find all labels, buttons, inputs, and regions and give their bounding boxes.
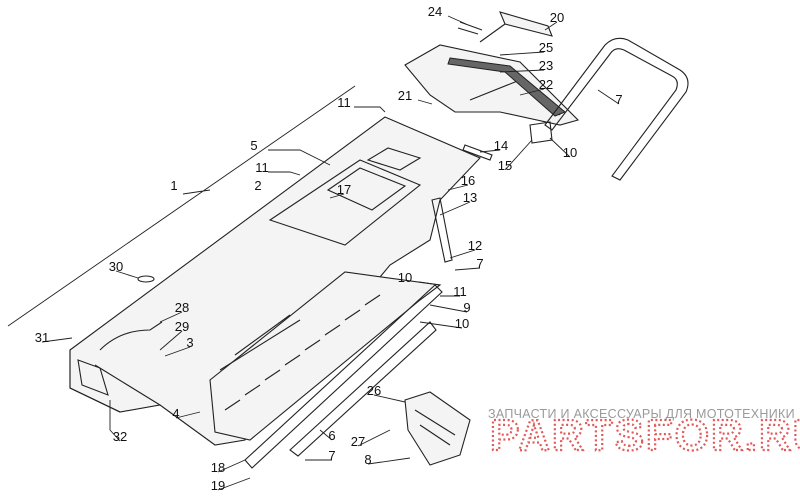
part-label-14: 14 <box>494 138 508 153</box>
part-label-25: 25 <box>539 40 553 55</box>
part-label-5: 5 <box>250 138 257 153</box>
part-label-4: 4 <box>172 406 179 421</box>
rear-bumper <box>544 37 689 181</box>
lower-panel-pattern <box>219 294 381 411</box>
leader-lines <box>41 15 620 491</box>
part-label-22: 22 <box>539 77 553 92</box>
part-label-10b: 10 <box>398 270 412 285</box>
tunnel-vent-rect <box>326 167 407 211</box>
watermark-caption: ЗАПЧАСТИ И АКСЕССУАРЫ ДЛЯ МОТОТЕХНИКИ <box>488 407 795 421</box>
part-label-7c: 7 <box>328 448 335 463</box>
bracket-plate-8 <box>404 391 471 466</box>
part-label-29: 29 <box>175 319 189 334</box>
tunnel-side-flange <box>69 350 161 413</box>
part-label-11b: 11 <box>255 160 269 175</box>
part-label-32: 32 <box>113 429 127 444</box>
part-label-26: 26 <box>367 383 381 398</box>
tunnel-vent-slot <box>366 147 422 171</box>
part-label-27: 27 <box>351 434 365 449</box>
part-label-11c: 11 <box>453 284 467 299</box>
part-label-17: 17 <box>337 182 351 197</box>
part-label-15: 15 <box>498 158 512 173</box>
bracket-plate-inner <box>414 409 456 446</box>
lower-panel <box>209 271 442 441</box>
part-label-20: 20 <box>550 10 564 25</box>
part-label-6: 6 <box>328 428 335 443</box>
part-label-23: 23 <box>539 58 553 73</box>
part-label-30: 30 <box>109 259 123 274</box>
part-label-3: 3 <box>186 335 193 350</box>
handle-grip <box>499 11 553 37</box>
part-label-7b: 7 <box>476 256 483 271</box>
part-label-21: 21 <box>398 88 412 103</box>
part-label-8: 8 <box>364 452 371 467</box>
part-label-7a: 7 <box>615 92 622 107</box>
seat-console <box>404 44 580 126</box>
part-label-16: 16 <box>461 173 475 188</box>
handle-stem <box>479 23 506 43</box>
bracket-part-1 <box>7 85 356 327</box>
decal-24 <box>457 21 483 35</box>
strut-13 <box>431 197 453 263</box>
part-label-24: 24 <box>428 4 442 19</box>
console-dark-strip <box>447 57 566 117</box>
rail-lower <box>289 321 437 457</box>
part-label-31: 31 <box>35 330 49 345</box>
part-label-18: 18 <box>211 460 225 475</box>
part-label-19: 19 <box>211 478 225 493</box>
tunnel-top-line <box>268 159 422 246</box>
part-label-1: 1 <box>170 178 177 193</box>
part-label-28: 28 <box>175 300 189 315</box>
part-label-11a: 11 <box>337 95 351 110</box>
part-label-10a: 10 <box>563 145 577 160</box>
tunnel-cutout <box>77 359 109 396</box>
watermark-brand: PARTSFOR.RU <box>490 411 800 460</box>
clamp-10 <box>529 121 553 144</box>
part-label-9: 9 <box>463 300 470 315</box>
side-rail <box>244 284 443 469</box>
part-label-10c: 10 <box>455 316 469 331</box>
part-label-13: 13 <box>463 190 477 205</box>
grommet-30 <box>137 275 155 283</box>
part-label-12: 12 <box>468 238 482 253</box>
part-label-2: 2 <box>254 178 261 193</box>
cable-28 <box>99 321 163 351</box>
